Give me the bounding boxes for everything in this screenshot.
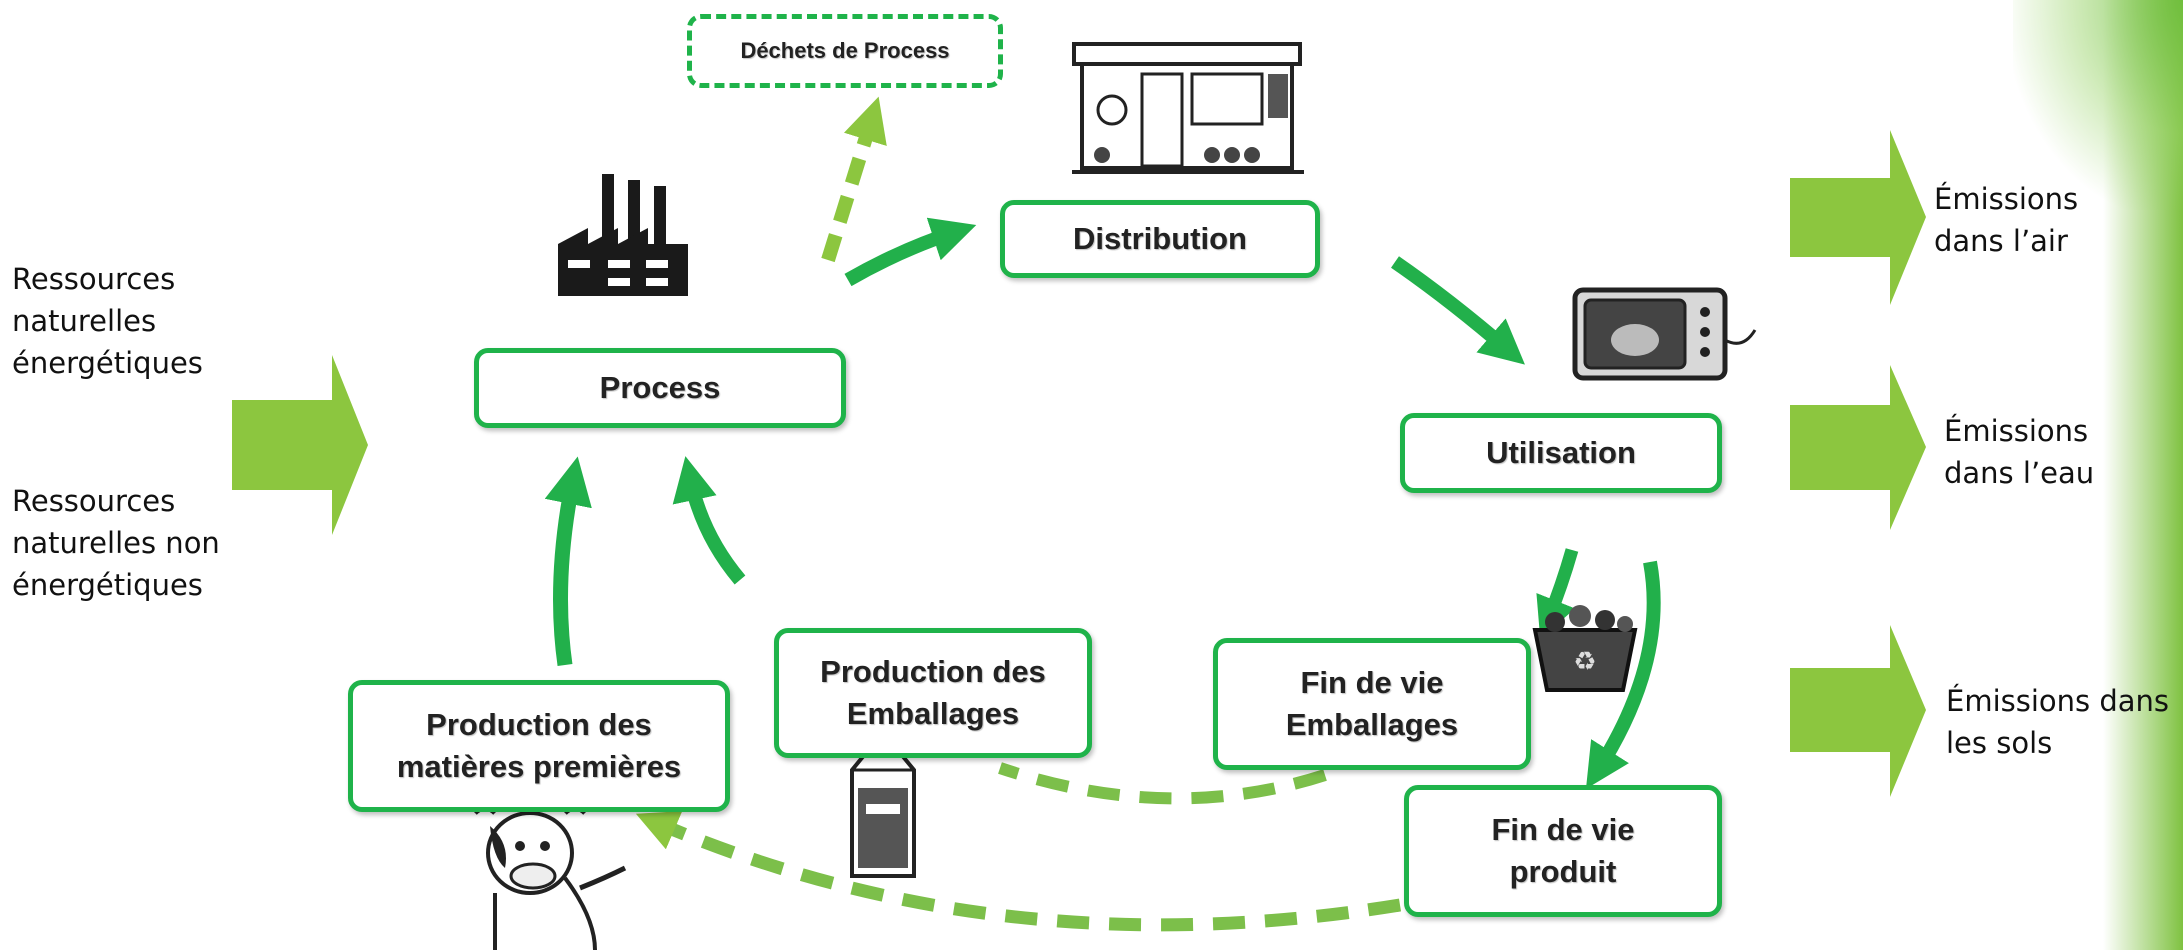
node-utilisation: Utilisation	[1400, 413, 1722, 493]
factory-icon	[558, 174, 688, 296]
output-label-eau: Émissions dans l’eau	[1944, 414, 2095, 491]
node-dechets-de-process: Déchets de Process	[687, 14, 1003, 88]
shop-icon	[1072, 42, 1304, 174]
arrow-distribution-to-utilisation	[1391, 256, 1525, 365]
node-production-matieres-premieres: Production des matières premières	[348, 680, 730, 812]
output-arrow-eau	[1790, 365, 1926, 530]
node-fin-de-vie-produit: Fin de vie produit	[1404, 785, 1722, 917]
arrow-emballages-to-process	[672, 456, 746, 585]
arrow-process-to-dechets	[821, 96, 887, 263]
milk-carton-icon	[850, 746, 916, 878]
node-distribution: Distribution	[1000, 200, 1320, 278]
input-label-energetiques: Ressources naturelles énergétiques	[12, 262, 203, 381]
output-arrow-sols	[1790, 625, 1926, 797]
output-label-sols: Émissions dans les sols	[1946, 684, 2170, 761]
cow-icon	[473, 805, 627, 950]
arrow-fin-emballages-to-production	[998, 762, 1327, 805]
arrow-matieres-to-process	[544, 456, 592, 667]
arrow-process-to-distribution	[844, 217, 977, 287]
node-process: Process	[474, 348, 846, 428]
arrow-fin-produit-to-matieres	[635, 811, 1402, 932]
recycle-bin-icon: ♻	[1532, 605, 1638, 692]
input-arrow	[232, 355, 368, 535]
output-label-air: Émissions dans l’air	[1934, 182, 2079, 259]
svg-text:♻: ♻	[1573, 647, 1596, 677]
arrow-utilisation-to-fin-produit	[1585, 560, 1661, 789]
output-arrow-air	[1790, 130, 1926, 305]
arrow-utilisation-to-fin-emballages	[1536, 548, 1579, 640]
corner-decoration-top	[2013, 0, 2183, 210]
microwave-icon	[1572, 287, 1757, 381]
input-label-non-energetiques: Ressources naturelles non énergétiques	[12, 484, 220, 603]
node-fin-de-vie-emballages: Fin de vie Emballages	[1213, 638, 1531, 770]
node-production-emballages: Production des Emballages	[774, 628, 1092, 758]
